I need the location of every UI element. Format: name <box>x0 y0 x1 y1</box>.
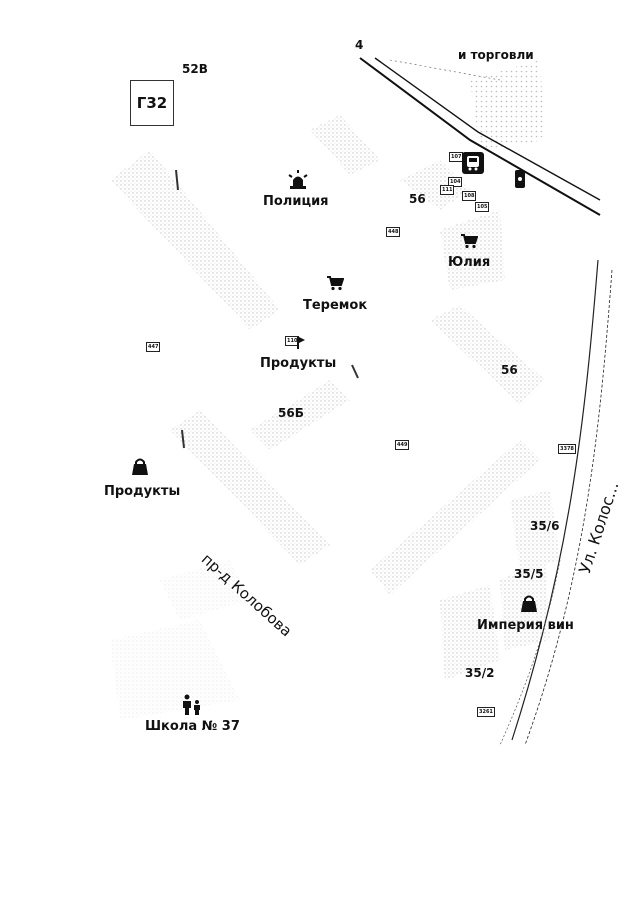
route-number: 104 <box>448 177 463 187</box>
route-number: 449 <box>395 440 410 450</box>
house-number: 52В <box>182 62 208 76</box>
grid-cell-label: Г32 <box>130 80 174 126</box>
route-number: 3261 <box>477 707 495 717</box>
route-number: 111 <box>440 185 455 195</box>
house-number: 56 <box>501 363 518 377</box>
house-number: 35/5 <box>514 567 544 581</box>
poi-label-teremok: Теремок <box>303 298 368 313</box>
route-number: 108 <box>462 191 477 201</box>
rail-line <box>359 57 601 216</box>
cart-icon[interactable] <box>460 233 479 253</box>
route-number: 448 <box>386 227 401 237</box>
cart-icon[interactable] <box>326 275 345 295</box>
poi-label-police: Полиция <box>263 194 329 209</box>
bus-stop-icon[interactable] <box>461 151 485 179</box>
house-number: 56Б <box>278 406 304 420</box>
route-number: 105 <box>475 202 490 212</box>
top-partial-label: и торговли <box>458 48 534 62</box>
route-number: 3378 <box>558 444 576 454</box>
house-number: 56 <box>409 192 426 206</box>
house-number: 35/2 <box>465 666 495 680</box>
poi-label-imperia: Империя вин <box>477 618 574 633</box>
street-kolos <box>499 259 613 746</box>
buildings <box>110 60 560 720</box>
road-marks <box>175 169 359 449</box>
shop-bag-icon[interactable] <box>520 595 538 617</box>
traffic-light-icon[interactable] <box>514 169 526 193</box>
school-icon[interactable] <box>181 694 203 720</box>
route-number: 447 <box>146 342 161 352</box>
police-icon[interactable] <box>286 170 310 194</box>
house-number: 4 <box>355 38 364 52</box>
flag-icon <box>297 334 305 353</box>
house-number: 35/6 <box>530 519 560 533</box>
shop-bag-icon[interactable] <box>131 458 149 480</box>
poi-label-produkty-center: Продукты <box>260 356 337 371</box>
poi-label-produkty-left: Продукты <box>104 484 181 499</box>
poi-label-school: Школа № 37 <box>145 719 240 734</box>
poi-label-yulia: Юлия <box>448 255 491 270</box>
